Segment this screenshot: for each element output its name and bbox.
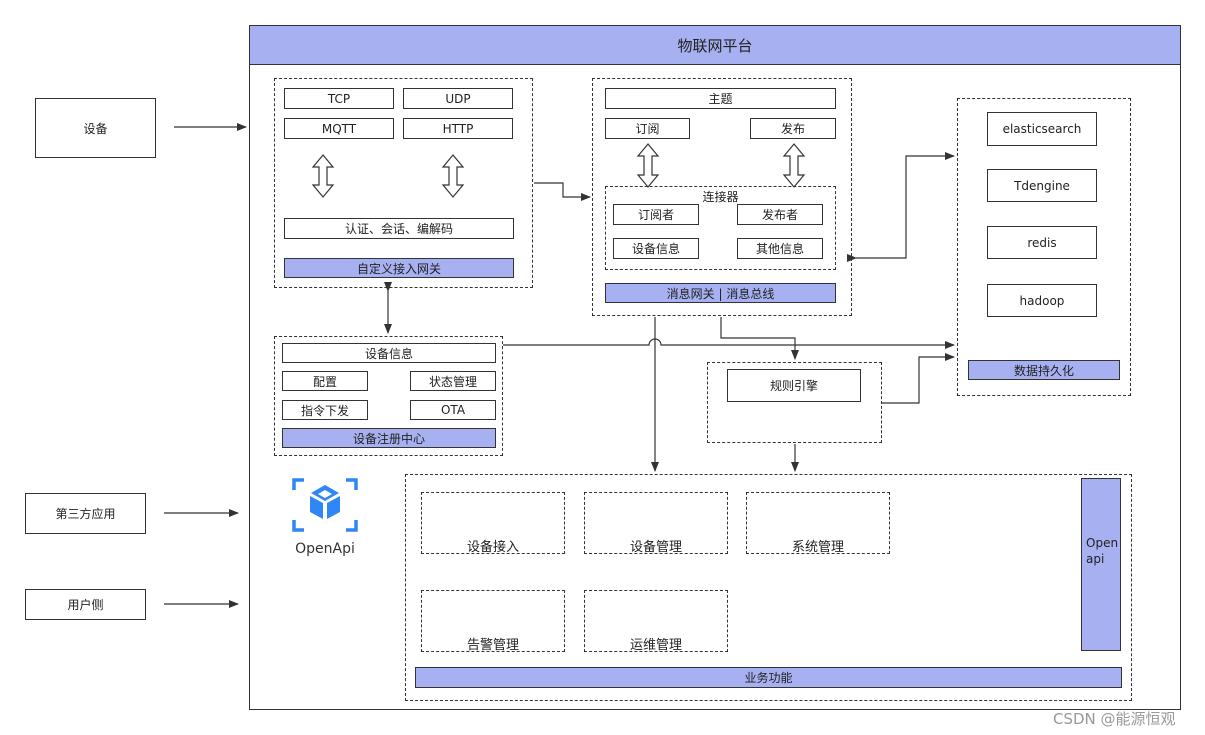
- auth-session-codec: 认证、会话、编解码: [284, 218, 514, 239]
- business-title: 业务功能: [415, 667, 1122, 688]
- gateway-group: [274, 78, 533, 288]
- storage-hadoop: hadoop: [987, 284, 1097, 317]
- persistence-group: [957, 98, 1131, 396]
- registry-device-info: 设备信息: [282, 343, 496, 363]
- func-device-management: 设备管理: [584, 492, 728, 555]
- user-side-box: 用户侧: [25, 589, 146, 620]
- protocol-mqtt: MQTT: [284, 118, 394, 139]
- rules-engine: 规则引擎: [727, 369, 861, 402]
- registry-config: 配置: [282, 371, 368, 391]
- storage-elasticsearch: elasticsearch: [987, 112, 1097, 146]
- business-openapi: Open api: [1081, 478, 1121, 651]
- registry-command: 指令下发: [282, 400, 368, 420]
- protocol-udp: UDP: [403, 88, 513, 109]
- bus-publish: 发布: [750, 118, 836, 139]
- func-system-management: 系统管理: [746, 492, 890, 555]
- connector-publisher: 发布者: [737, 204, 823, 225]
- connector-other-info: 其他信息: [737, 238, 823, 259]
- gateway-title: 自定义接入网关: [284, 258, 514, 278]
- bus-subscribe: 订阅: [605, 118, 690, 139]
- func-device-access: 设备接入: [421, 492, 565, 555]
- openapi-label: OpenApi: [295, 541, 355, 557]
- connector-group: [605, 186, 836, 270]
- registry-ota: OTA: [410, 400, 496, 420]
- protocol-http: HTTP: [403, 118, 513, 139]
- persistence-title: 数据持久化: [968, 360, 1120, 380]
- watermark: CSDN @能源恒观: [1053, 710, 1176, 728]
- registry-status: 状态管理: [410, 371, 496, 391]
- bus-topic: 主题: [605, 88, 836, 109]
- protocol-tcp: TCP: [284, 88, 394, 109]
- connector-device-info: 设备信息: [613, 238, 699, 259]
- openapi-logo-icon: [290, 476, 360, 534]
- business-group: [405, 474, 1132, 701]
- func-ops-management: 运维管理: [584, 590, 728, 653]
- registry-title: 设备注册中心: [282, 428, 496, 448]
- func-alarm-management: 告警管理: [421, 590, 565, 653]
- cube-icon: [292, 478, 358, 532]
- bus-title: 消息网关 | 消息总线: [605, 283, 836, 303]
- connector-subscriber: 订阅者: [613, 204, 699, 225]
- storage-tdengine: Tdengine: [987, 169, 1097, 202]
- device-label: 设备: [83, 121, 108, 136]
- platform-title: 物联网平台: [249, 25, 1181, 65]
- third-party-box: 第三方应用: [25, 493, 146, 534]
- device-box: 设备: [35, 98, 156, 158]
- rules-group: [707, 362, 882, 443]
- connector-title: 连接器: [702, 190, 739, 204]
- registry-group: [274, 336, 503, 456]
- storage-redis: redis: [987, 226, 1097, 259]
- user-side-label: 用户侧: [67, 598, 104, 612]
- third-party-label: 第三方应用: [55, 507, 116, 521]
